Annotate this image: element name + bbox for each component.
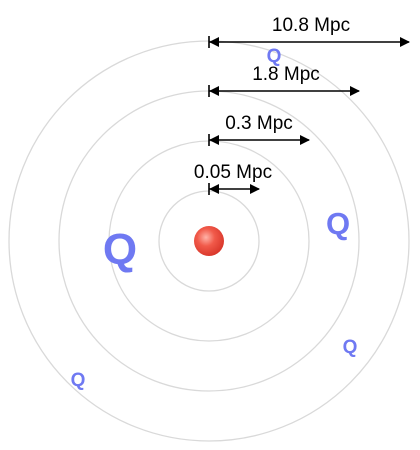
label-10.8: 10.8 Mpc bbox=[272, 15, 350, 36]
label-1.8: 1.8 Mpc bbox=[252, 64, 320, 85]
scale-arrow-10.8 bbox=[208, 36, 410, 48]
quasar-right: Q bbox=[326, 206, 350, 241]
scale-arrow-0.05 bbox=[208, 183, 260, 195]
label-0.3: 0.3 Mpc bbox=[225, 113, 293, 134]
scale-arrow-0.3 bbox=[208, 134, 310, 146]
scale-arrow-1.8 bbox=[208, 85, 360, 97]
central-source bbox=[194, 226, 224, 256]
quasar-large-left: Q bbox=[103, 225, 137, 274]
quasar-lower-right: Q bbox=[343, 337, 358, 358]
label-0.05: 0.05 Mpc bbox=[194, 162, 272, 183]
quasar-top: Q bbox=[267, 46, 282, 67]
quasar-lower-left: Q bbox=[71, 370, 86, 391]
